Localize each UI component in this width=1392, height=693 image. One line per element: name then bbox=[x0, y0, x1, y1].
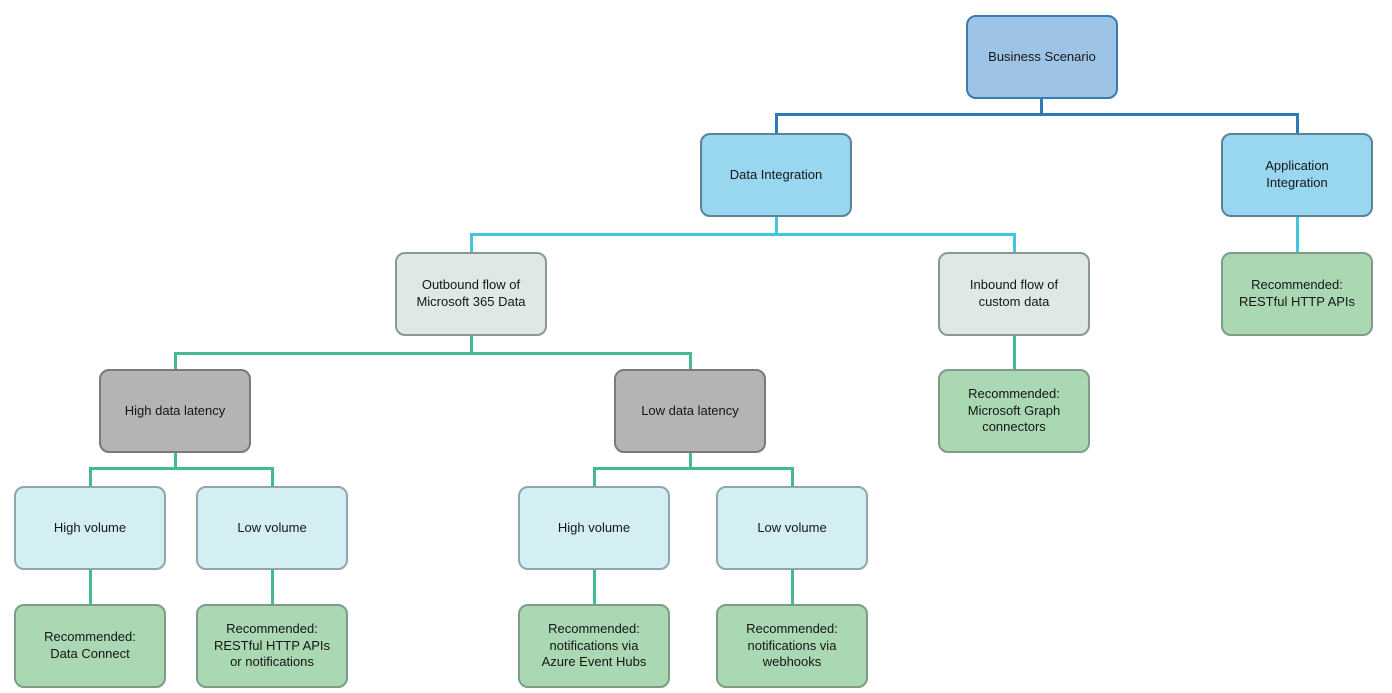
node-high-volume-high-latency: High volume bbox=[14, 486, 166, 570]
edge-to-high-data-latency bbox=[174, 352, 177, 371]
edge-to-high-volume-hl bbox=[89, 467, 92, 488]
edge-low-volume-ll-to-recommendation bbox=[791, 570, 794, 606]
edge-to-outbound-flow bbox=[470, 233, 473, 254]
edge-low-volume-hl-to-recommendation bbox=[271, 570, 274, 606]
node-business-scenario: Business Scenario bbox=[966, 15, 1118, 99]
edge-business-scenario-rail bbox=[775, 113, 1299, 116]
edge-to-low-volume-hl bbox=[271, 467, 274, 488]
node-low-data-latency: Low data latency bbox=[614, 369, 766, 453]
node-recommendation-azure-event-hubs: Recommended: notifications via Azure Eve… bbox=[518, 604, 670, 688]
edge-outbound-rail bbox=[174, 352, 692, 355]
node-data-integration: Data Integration bbox=[700, 133, 852, 217]
edge-inbound-to-recommendation bbox=[1013, 336, 1016, 371]
node-high-data-latency: High data latency bbox=[99, 369, 251, 453]
node-recommendation-webhooks: Recommended: notifications via webhooks bbox=[716, 604, 868, 688]
edge-to-low-data-latency bbox=[689, 352, 692, 371]
edge-low-latency-rail bbox=[593, 467, 793, 470]
node-application-integration: Application Integration bbox=[1221, 133, 1373, 217]
edge-outbound-stem bbox=[470, 336, 473, 354]
edge-data-integration-rail bbox=[470, 233, 1016, 236]
node-inbound-flow: Inbound flow of custom data bbox=[938, 252, 1090, 336]
edge-to-inbound-flow bbox=[1013, 233, 1016, 254]
edge-to-low-volume-ll bbox=[791, 467, 794, 488]
edge-high-volume-hl-to-recommendation bbox=[89, 570, 92, 606]
node-recommendation-data-connect: Recommended: Data Connect bbox=[14, 604, 166, 688]
edge-business-scenario-stem bbox=[1040, 99, 1043, 116]
node-recommendation-graph-connectors: Recommended: Microsoft Graph connectors bbox=[938, 369, 1090, 453]
node-recommendation-restful-http-apis: Recommended: RESTful HTTP APIs bbox=[1221, 252, 1373, 336]
edge-to-data-integration bbox=[775, 113, 778, 135]
node-outbound-flow: Outbound flow of Microsoft 365 Data bbox=[395, 252, 547, 336]
edge-to-high-volume-ll bbox=[593, 467, 596, 488]
edge-to-application-integration bbox=[1296, 113, 1299, 135]
edge-high-volume-ll-to-recommendation bbox=[593, 570, 596, 606]
edge-low-latency-stem bbox=[689, 453, 692, 469]
edge-high-latency-rail bbox=[89, 467, 274, 470]
node-low-volume-high-latency: Low volume bbox=[196, 486, 348, 570]
node-high-volume-low-latency: High volume bbox=[518, 486, 670, 570]
edge-application-to-recommendation bbox=[1296, 217, 1299, 254]
node-recommendation-restful-or-notifications: Recommended: RESTful HTTP APIs or notifi… bbox=[196, 604, 348, 688]
edge-data-integration-stem bbox=[775, 217, 778, 235]
edge-high-latency-stem bbox=[174, 453, 177, 469]
node-low-volume-low-latency: Low volume bbox=[716, 486, 868, 570]
